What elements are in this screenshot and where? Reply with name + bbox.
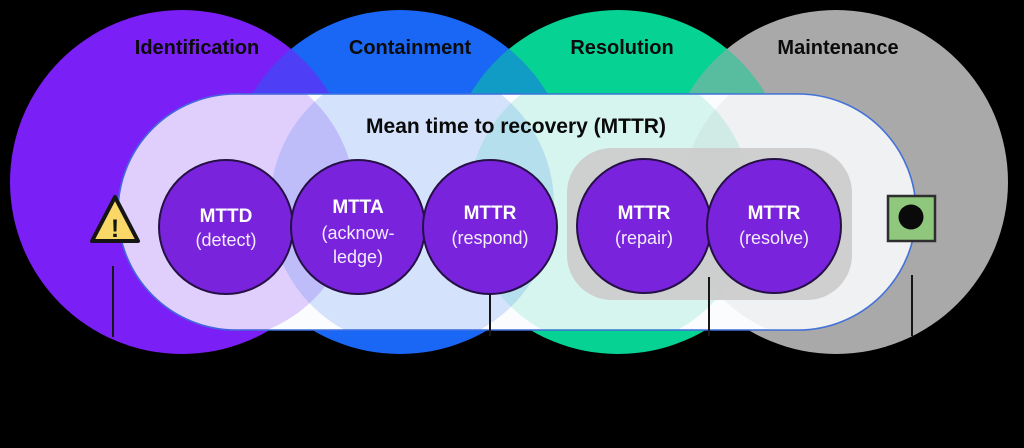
phase-label-identification: Identification — [135, 37, 259, 59]
metric-circles: MTTD (detect) MTTA (acknow- ledge) MTTR … — [158, 158, 842, 295]
metric-mttr-respond-sub: (respond) — [451, 228, 528, 248]
metric-mttr-repair-sub: (repair) — [615, 228, 673, 248]
metric-mttr-resolve-acronym: MTTR — [748, 203, 801, 224]
metric-mttd-acronym: MTTD — [200, 206, 253, 227]
green-stop-dot — [898, 204, 924, 230]
metric-mtta-sub-line1: (acknow- — [321, 223, 394, 243]
metric-circle-mttd — [158, 159, 294, 295]
metric-mtta-acronym: MTTA — [332, 197, 384, 218]
metric-circle-mttr-respond — [422, 159, 558, 295]
warning-exclamation-glyph: ! — [111, 215, 119, 243]
metric-mttr-resolve-sub: (resolve) — [739, 228, 809, 248]
phase-label-resolution: Resolution — [570, 37, 673, 59]
metric-mttr-repair-acronym: MTTR — [618, 203, 671, 224]
metric-circle-mttr-repair — [576, 158, 712, 294]
green-stop-icon — [886, 194, 937, 243]
phase-label-containment: Containment — [349, 37, 472, 59]
phase-label-maintenance: Maintenance — [777, 37, 898, 59]
metric-mttr-respond-acronym: MTTR — [464, 203, 517, 224]
metric-mttd-sub: (detect) — [195, 230, 256, 250]
warning-triangle-icon: ! — [90, 195, 140, 243]
metric-mtta-sub-line2: ledge) — [333, 247, 383, 267]
mttr-title: Mean time to recovery (MTTR) — [366, 115, 666, 138]
metric-circle-mttr-resolve — [706, 158, 842, 294]
